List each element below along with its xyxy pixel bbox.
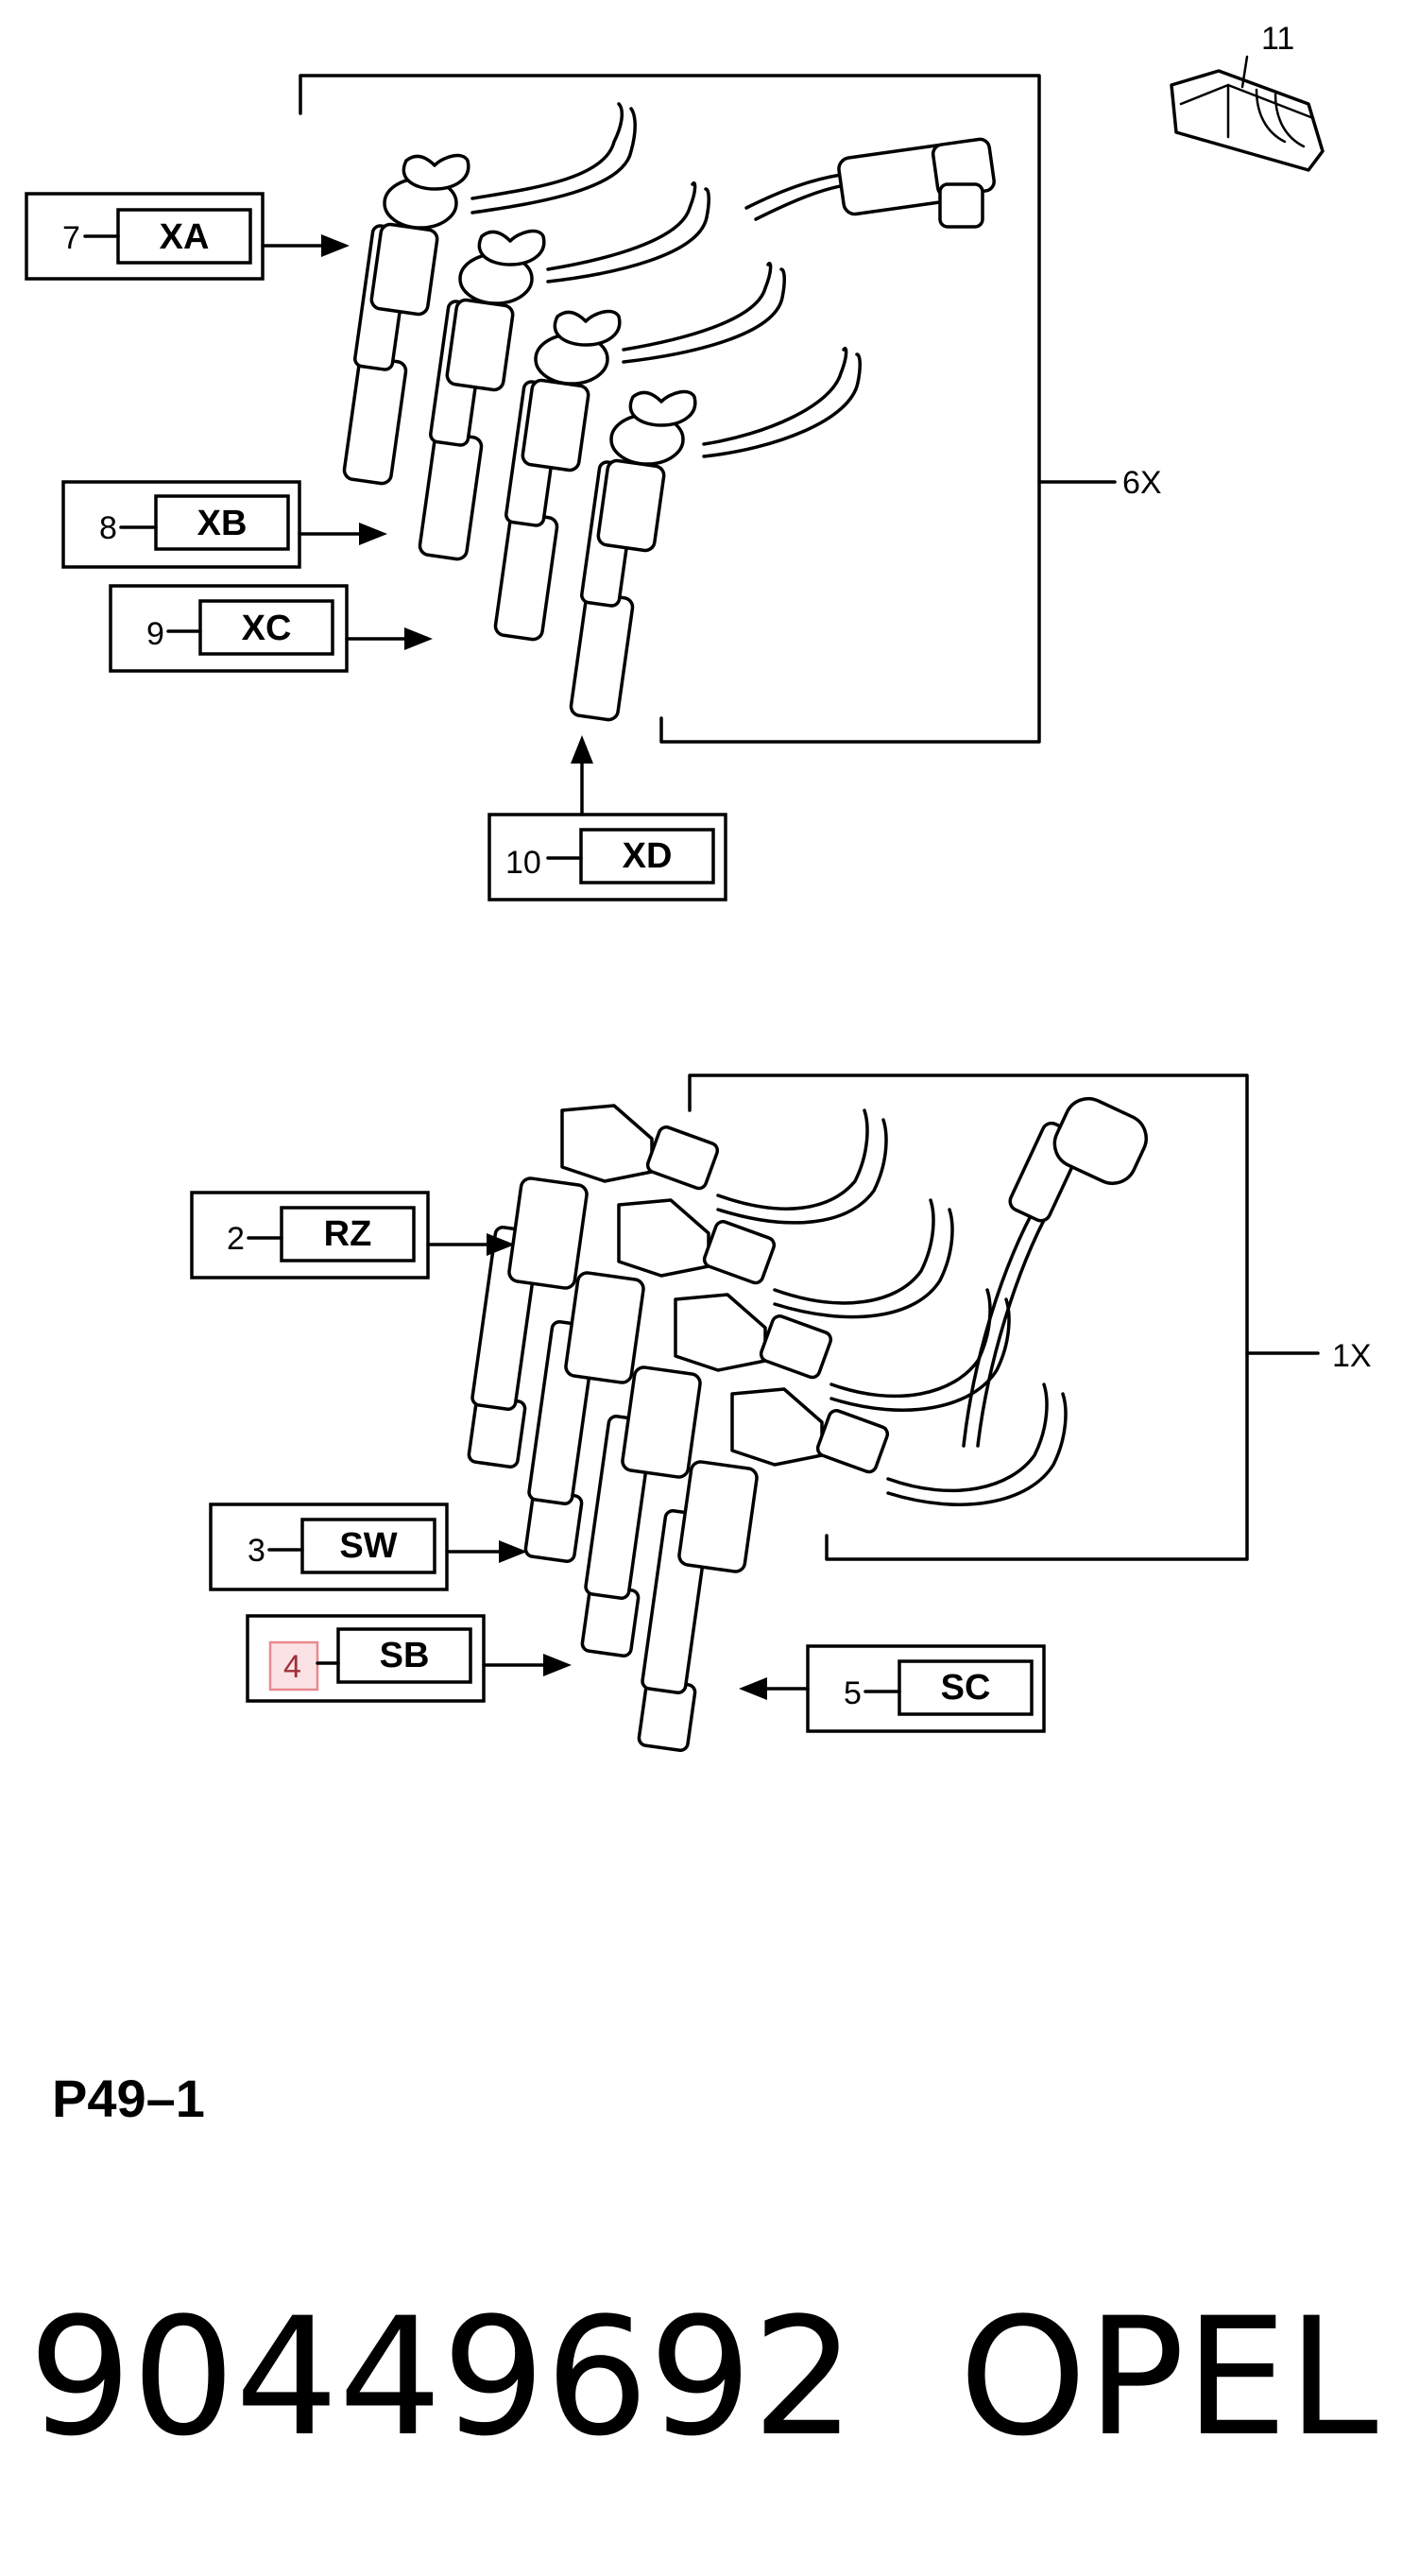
reference-label: P49–1 [52,2069,205,2128]
upper-bracket [299,74,1041,744]
callout-10-number: 10 [505,845,541,881]
arrow-icon [543,1654,572,1676]
callout-2-number: 2 [227,1221,245,1257]
arrow-icon [487,1233,515,1256]
callout-9-number: 9 [146,616,164,652]
callout-4-number: 4 [283,1649,301,1685]
arrow-icon [359,523,387,545]
arrow-icon [321,234,350,257]
callout-8-XB: 8 XB [61,480,387,569]
lower-plug-2 [523,1198,777,1563]
callout-9-XC: 9 XC [109,584,433,673]
upper-plug-2 [418,229,546,561]
callout-5-SC: 5 SC [739,1644,1046,1733]
callout-2-RZ: 2 RZ [190,1191,515,1279]
lower-ignition-cable-set: 1X [190,1073,1372,1752]
callout-4-SB: 4 SB [246,1614,572,1703]
callout-7-number: 7 [62,220,80,256]
upper-set-label: 6X [1122,465,1162,501]
callout-4-code: SB [380,1636,430,1675]
callout-7-code: XA [160,217,210,257]
arrow-icon [739,1677,767,1700]
callout-2-code: RZ [324,1214,372,1254]
clip-11: 11 [1170,21,1325,172]
callout-10-XD: 10 XD [487,735,727,902]
callout-3-code: SW [339,1526,397,1566]
arrow-icon [571,735,593,764]
brand-name: OPEL [959,2282,1378,2472]
callout-10-code: XD [623,836,673,876]
highlight-marker [268,1640,319,1692]
lower-set-label: 1X [1332,1338,1372,1374]
upper-plug-3 [493,309,622,642]
callout-5-number: 5 [844,1675,862,1711]
callout-3-SW: 3 SW [209,1503,527,1591]
callout-7-XA: 7 XA [25,192,350,281]
part-number: 90449692 [28,2282,855,2472]
clip-number: 11 [1261,21,1294,57]
callout-9-code: XC [242,609,292,648]
arrow-icon [404,627,433,650]
arrow-icon [499,1540,527,1563]
upper-plug-1 [342,153,470,486]
lower-plug-3 [580,1293,833,1657]
lower-plug-4 [637,1387,890,1752]
callout-8-number: 8 [99,510,117,546]
lower-bracket [688,1073,1249,1561]
upper-plug-4 [569,389,697,722]
callout-5-code: SC [941,1668,991,1708]
upper-ignition-cable-set: 6X [25,21,1325,902]
callout-8-code: XB [197,504,248,543]
callout-3-number: 3 [248,1533,265,1569]
lower-plug-1 [467,1104,720,1468]
